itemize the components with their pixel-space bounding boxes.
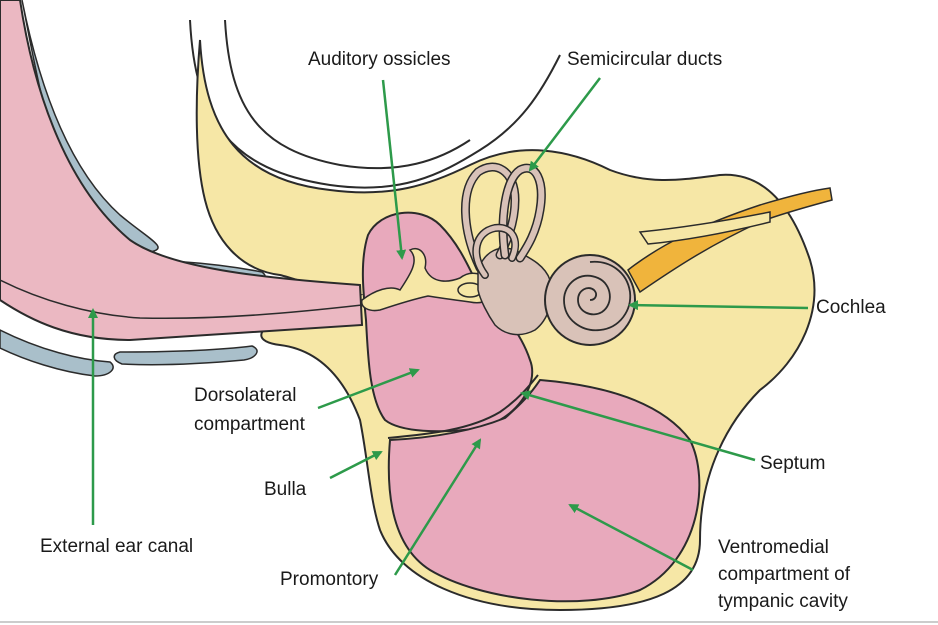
canal-edge-line (0, 279, 363, 320)
arrow-auditory-ossicles (381, 79, 407, 260)
label-semicircular-ducts: Semicircular ducts (567, 49, 723, 70)
nerve-branch (638, 211, 771, 245)
ossicles-shape (361, 248, 492, 312)
label-cochlea: Cochlea (816, 297, 886, 318)
external-ear-canal-shape (0, 0, 364, 342)
arrow-promontory (393, 438, 482, 576)
arrow-cochlea (628, 300, 809, 311)
label-dorsolateral-line2: compartment (194, 414, 305, 435)
label-external-ear-canal: External ear canal (40, 536, 194, 557)
semicircular-duct-2-fill (500, 165, 545, 261)
ventromedial-compartment-shape (387, 378, 701, 603)
cartilage-lower2 (113, 345, 258, 366)
label-promontory: Promontory (280, 569, 379, 590)
label-ventromedial-line1: Ventromedial (718, 537, 829, 558)
semicircular-duct-3-fill (473, 225, 518, 278)
label-dorsolateral-line1: Dorsolateral (194, 385, 297, 406)
arrow-bulla (329, 450, 383, 480)
septum-shape (387, 374, 539, 439)
arrow-ventromedial (568, 503, 694, 572)
skin-outline-inner (224, 19, 471, 170)
label-bulla: Bulla (264, 479, 307, 500)
label-ventromedial-line3: tympanic cavity (718, 591, 848, 612)
arrow-septum (520, 390, 756, 462)
label-auditory-ossicles: Auditory ossicles (308, 49, 451, 70)
arrow-semicircular-ducts (528, 77, 601, 172)
label-septum: Septum (760, 453, 826, 474)
arrow-dorsolateral (317, 368, 420, 410)
label-ventromedial-line2: compartment of (718, 564, 850, 585)
cartilage-lower (0, 329, 114, 377)
